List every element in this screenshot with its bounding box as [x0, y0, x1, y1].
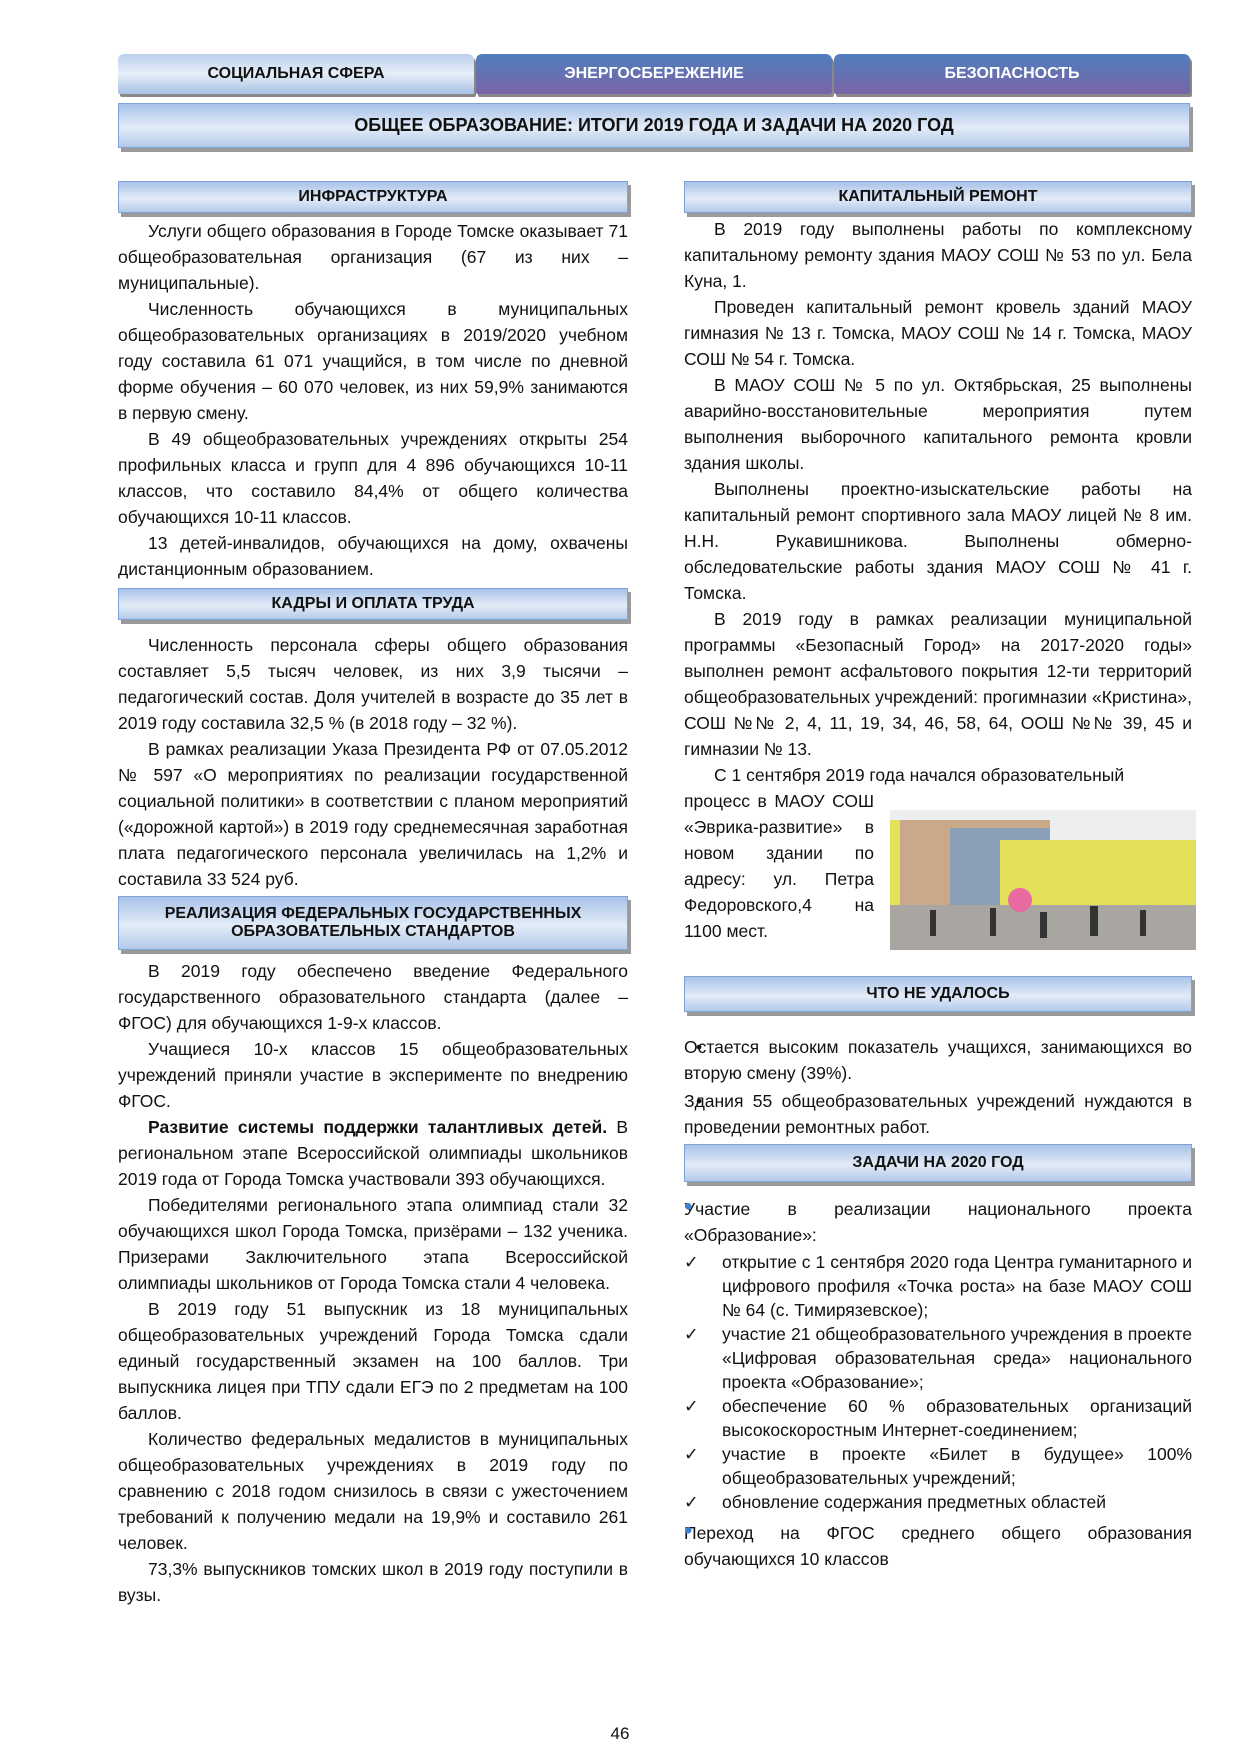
- paragraph: В 2019 году обеспечено введение Федераль…: [118, 961, 628, 1033]
- check-item: обновление содержания предметных областе…: [684, 1490, 1192, 1514]
- fail-header: ЧТО НЕ УДАЛОСЬ: [684, 976, 1192, 1012]
- tab-social[interactable]: СОЦИАЛЬНАЯ СФЕРА: [118, 54, 474, 94]
- check-item: участие 21 общеобразовательного учрежден…: [684, 1322, 1192, 1394]
- infra-text: Услуги общего образования в Городе Томск…: [118, 218, 628, 582]
- remont-header: КАПИТАЛЬНЫЙ РЕМОНТ: [684, 181, 1192, 213]
- check-item: участие в проекте «Билет в будущее» 100%…: [684, 1442, 1192, 1490]
- paragraph: В 2019 году выполнены работы по комплекс…: [684, 219, 1192, 291]
- header-line: ОБРАЗОВАТЕЛЬНЫХ СТАНДАРТОВ: [231, 923, 515, 940]
- paragraph: Услуги общего образования в Городе Томск…: [118, 221, 628, 293]
- tab-security[interactable]: БЕЗОПАСНОСТЬ: [834, 54, 1190, 94]
- infra-header: ИНФРАСТРУКТУРА: [118, 181, 628, 213]
- fgos-text: В 2019 году обеспечено введение Федераль…: [118, 958, 628, 1608]
- paragraph: 73,3% выпускников томских школ в 2019 го…: [118, 1559, 628, 1605]
- list-item: Участие в реализации национального проек…: [684, 1194, 1192, 1248]
- list-item: Переход на ФГОС среднего общего образова…: [684, 1518, 1192, 1572]
- paragraph: Количество федеральных медалистов в муни…: [118, 1429, 628, 1553]
- paragraph: В 2019 году 51 выпускник из 18 муниципал…: [118, 1299, 628, 1423]
- paragraph: Учащиеся 10-х классов 15 общеобразовател…: [118, 1039, 628, 1111]
- paragraph: процесс в МАОУ СОШ «Эврика-развитие» в н…: [684, 791, 874, 941]
- header-line: РЕАЛИЗАЦИЯ ФЕДЕРАЛЬНЫХ ГОСУДАРСТВЕННЫХ: [164, 904, 582, 922]
- list-item: Здания 55 общеобразовательных учреждений…: [684, 1088, 1192, 1140]
- tasks-header: ЗАДАЧИ НА 2020 ГОД: [684, 1144, 1192, 1182]
- paragraph: В 49 общеобразовательных учреждениях отк…: [118, 429, 628, 527]
- paragraph: Развитие системы поддержки талантливых д…: [118, 1114, 628, 1192]
- bold-lead: Развитие системы поддержки талантливых д…: [148, 1117, 608, 1137]
- tasks-list: Участие в реализации национального проек…: [684, 1194, 1192, 1572]
- remont-text: В 2019 году выполнены работы по комплекс…: [684, 216, 1192, 944]
- paragraph: В МАОУ СОШ № 5 по ул. Октябрьская, 25 вы…: [684, 375, 1192, 473]
- paragraph: Численность персонала сферы общего образ…: [118, 635, 628, 733]
- paragraph: Победителями регионального этапа олимпиа…: [118, 1195, 628, 1293]
- paragraph: Проведен капитальный ремонт кровель здан…: [684, 297, 1192, 369]
- fail-list: Остается высоким показатель учащихся, за…: [684, 1034, 1192, 1140]
- kadry-header: КАДРЫ И ОПЛАТА ТРУДА: [118, 588, 628, 620]
- paragraph: С 1 сентября 2019 года начался образоват…: [714, 765, 1125, 785]
- tab-energy[interactable]: ЭНЕРГОСБЕРЕЖЕНИЕ: [476, 54, 832, 94]
- paragraph: Численность обучающихся в муниципальных …: [118, 299, 628, 423]
- paragraph: Выполнены проектно-изыскательские работы…: [684, 479, 1192, 603]
- page-number: 46: [610, 1724, 630, 1743]
- page-title: ОБЩЕЕ ОБРАЗОВАНИЕ: ИТОГИ 2019 ГОДА И ЗАД…: [118, 103, 1190, 148]
- check-item: открытие с 1 сентября 2020 года Центра г…: [684, 1250, 1192, 1322]
- text: В региональном этапе Всероссийской олимп…: [118, 1117, 628, 1189]
- check-item: обеспечение 60 % образовательных организ…: [684, 1394, 1192, 1442]
- paragraph: В рамках реализации Указа Президента РФ …: [118, 739, 628, 889]
- paragraph: В 2019 году в рамках реализации муниципа…: [684, 609, 1192, 759]
- school-building-photo: [890, 810, 1196, 950]
- kadry-text: Численность персонала сферы общего образ…: [118, 632, 628, 892]
- list-item: Остается высоким показатель учащихся, за…: [684, 1034, 1192, 1086]
- paragraph: 13 детей-инвалидов, обучающихся на дому,…: [118, 533, 628, 579]
